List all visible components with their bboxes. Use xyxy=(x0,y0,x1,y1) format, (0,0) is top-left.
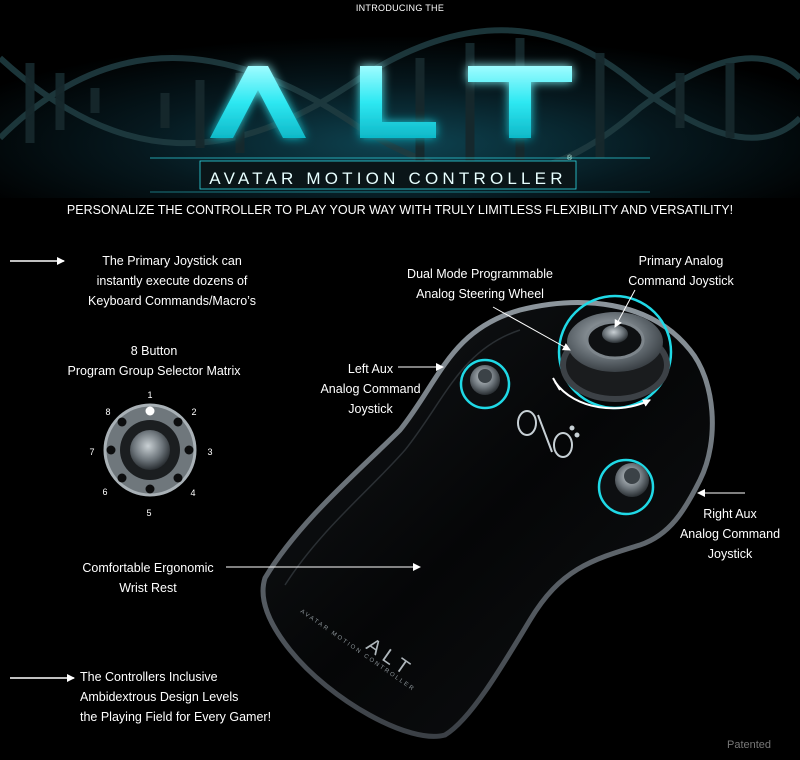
matrix-label-1: 1 xyxy=(147,390,152,400)
patented-label: Patented xyxy=(727,739,772,751)
primary-joystick-note: The Primary Joystick can instantly execu… xyxy=(88,254,256,308)
left-aux-joystick xyxy=(459,358,511,410)
logo-subtitle: AVATAR MOTION CONTROLLER xyxy=(209,169,567,188)
steering-wheel-callout: Dual Mode Programmable Analog Steering W… xyxy=(407,267,553,301)
wrist-rest-callout: Comfortable Ergonomic Wrist Rest xyxy=(82,561,214,595)
registered-mark: ® xyxy=(567,155,573,162)
matrix-label-5: 5 xyxy=(146,508,151,518)
inclusive-design-note: The Controllers Inclusive Ambidextrous D… xyxy=(80,670,272,724)
hero-banner xyxy=(0,18,800,198)
matrix-label-7: 7 xyxy=(89,447,94,457)
controller-body xyxy=(260,300,715,739)
primary-joystick xyxy=(557,294,673,410)
alt-logo-letters xyxy=(210,66,572,138)
primary-analog-callout: Primary Analog Command Joystick xyxy=(628,254,734,288)
mode-indicator-icon xyxy=(517,410,580,458)
right-aux-joystick xyxy=(597,458,655,516)
selector-matrix-dial xyxy=(103,403,197,497)
matrix-label-4: 4 xyxy=(190,488,195,498)
right-aux-callout: Right Aux Analog Command Joystick xyxy=(679,507,781,561)
intro-text: INTRODUCING THE xyxy=(355,3,445,13)
left-aux-callout: Left Aux Analog Command Joystick xyxy=(320,362,421,416)
tagline: PERSONALIZE THE CONTROLLER TO PLAY YOUR … xyxy=(66,203,734,217)
matrix-label-8: 8 xyxy=(105,407,110,417)
matrix-label-3: 3 xyxy=(207,447,212,457)
matrix-label-2: 2 xyxy=(191,407,196,417)
matrix-label-6: 6 xyxy=(102,487,107,497)
selector-matrix-title: 8 Button Program Group Selector Matrix xyxy=(67,344,241,378)
